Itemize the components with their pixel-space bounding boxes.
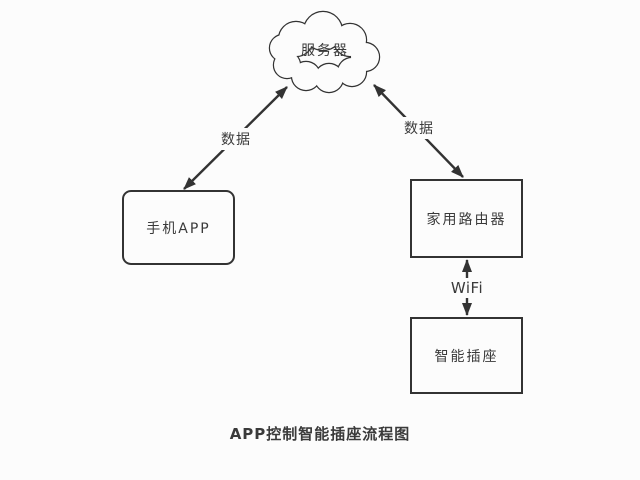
edge-label-server-router: 数据	[401, 117, 437, 139]
phone-app-node: 手机APP	[122, 190, 235, 265]
server-node-label: 服务器	[301, 43, 349, 59]
edge-label-phone-server: 数据	[218, 128, 254, 150]
edge-label-router-socket: WiFi	[447, 278, 487, 298]
smart-socket-node-label: 智能插座	[434, 348, 499, 365]
smart-socket-node: 智能插座	[410, 317, 523, 394]
diagram-title: APP控制智能插座流程图	[229, 425, 411, 443]
router-node-label: 家用路由器	[426, 211, 507, 228]
phone-app-node-label: 手机APP	[146, 220, 211, 237]
router-node: 家用路由器	[410, 179, 523, 258]
